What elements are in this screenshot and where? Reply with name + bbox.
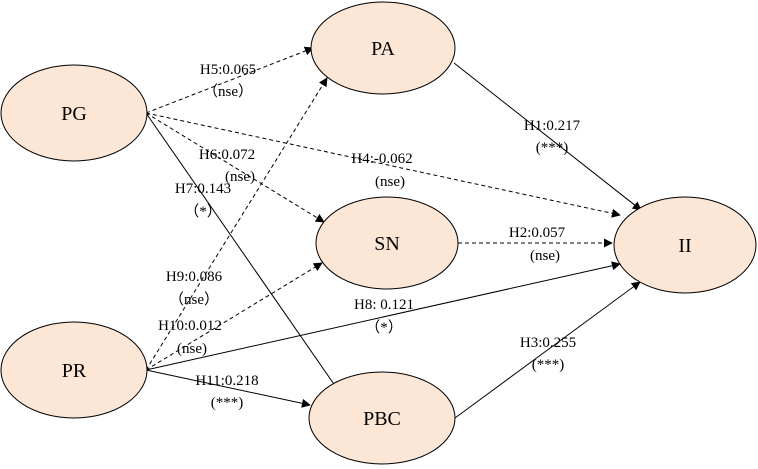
node-pbc: PBC — [308, 371, 456, 465]
edge-sig-h7: （*） — [184, 203, 222, 220]
node-label-sn: SN — [374, 233, 400, 255]
edge-h11 — [145, 369, 311, 408]
edge-h3 — [454, 281, 641, 419]
edge-sig-h8: （*） — [365, 319, 403, 336]
edge-label-h7: H7:0.143 — [175, 181, 231, 197]
edge-sig-h11: (***) — [211, 395, 244, 411]
node-pg: PG — [0, 64, 148, 162]
node-pr: PR — [0, 321, 148, 419]
edge-h7 — [145, 112, 339, 391]
node-label-pr: PR — [62, 360, 87, 382]
node-label-pg: PG — [61, 103, 87, 125]
edge-sig-h3: (***) — [532, 357, 565, 373]
node-sn: SN — [315, 196, 459, 290]
node-label-pa: PA — [371, 38, 395, 60]
edge-sig-h5: （nse） — [203, 83, 253, 100]
edge-label-h8: H8: 0.121 — [354, 297, 414, 313]
edge-sig-h10: (nse) — [177, 341, 207, 357]
edge-h10 — [145, 262, 323, 371]
edge-h6 — [145, 112, 325, 223]
edge-label-h2: H2:0.057 — [509, 225, 566, 241]
node-label-ii: II — [678, 235, 691, 257]
edge-sig-h4: (nse) — [375, 174, 405, 190]
edge-h9 — [145, 77, 328, 371]
edge-label-h6: H6:0.072 — [199, 147, 255, 163]
edge-label-h5: H5:0.065 — [200, 62, 256, 78]
node-ii: II — [613, 196, 757, 294]
edge-h5 — [145, 46, 314, 114]
edge-label-h9: H9:0.086 — [166, 269, 223, 285]
node-label-pbc: PBC — [363, 408, 401, 430]
edge-label-h1: H1:0.217 — [524, 118, 581, 134]
edge-label-h4: H4:-0.062 — [351, 151, 412, 167]
edge-sig-h1: (***) — [536, 140, 569, 156]
edge-sig-h2: (nse) — [530, 248, 560, 264]
edge-h4 — [145, 112, 621, 218]
edge-label-h10: H10:0.012 — [158, 318, 222, 334]
edge-h1 — [453, 62, 642, 211]
edge-label-h11: H11:0.218 — [195, 373, 258, 389]
edge-h8 — [145, 261, 621, 371]
edge-sig-h6: (nse) — [225, 169, 255, 185]
edge-label-h3: H3:0.255 — [520, 335, 576, 351]
node-pa: PA — [310, 1, 456, 95]
edge-sig-h9: （nse） — [169, 291, 219, 308]
